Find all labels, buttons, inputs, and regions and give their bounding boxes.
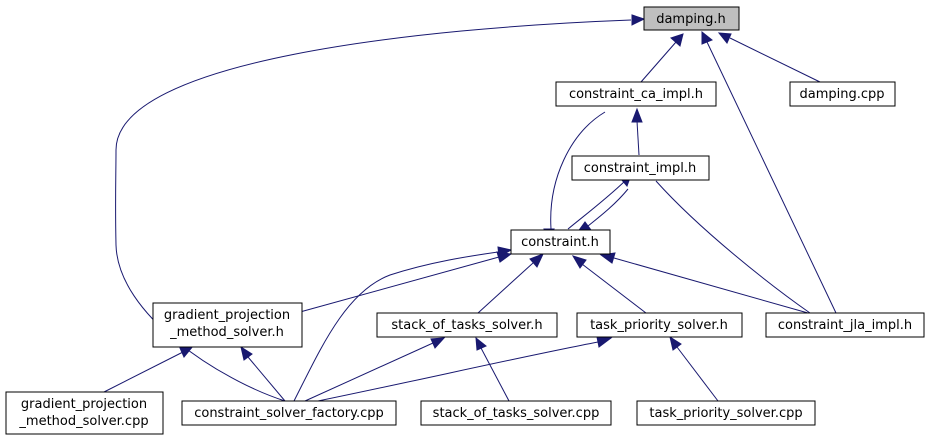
- node-label: stack_of_tasks_solver.cpp: [433, 406, 600, 421]
- edge-constraint-solver-factory-to-constraint: [293, 246, 513, 402]
- node-label-line-2: _method_solver.h: [169, 325, 284, 340]
- node-constraint-solver-factory-cpp[interactable]: constraint_solver_factory.cpp: [181, 400, 397, 426]
- edge-stack-of-tasks-solver-h-to-constraint: [477, 253, 544, 314]
- node-gradient-projection-method-solver-h[interactable]: gradient_projection _method_solver.h: [152, 302, 303, 348]
- node-gradient-projection-method-solver-cpp[interactable]: gradient_projection _method_solver.cpp: [5, 391, 164, 435]
- edge-constraint-jla-impl-to-constraint: [599, 252, 809, 314]
- edge-constraint-solver-factory-to-task-priority-solver-h: [317, 336, 613, 402]
- node-damping-cpp[interactable]: damping.cpp: [789, 81, 896, 107]
- node-label: damping.h: [656, 12, 726, 27]
- edge-constraint-jla-impl-to-damping: [701, 30, 837, 314]
- edge-constraint-jla-impl-to-constraint-impl: [655, 180, 811, 314]
- node-label-line-1: gradient_projection: [164, 308, 290, 323]
- node-label: constraint.h: [521, 235, 599, 250]
- edge-stack-of-tasks-solver-cpp-to-stack-of-tasks-solver-h: [475, 336, 510, 402]
- node-constraint-jla-impl-h[interactable]: constraint_jla_impl.h: [765, 312, 925, 338]
- node-task-priority-solver-h[interactable]: task_priority_solver.h: [576, 312, 743, 338]
- node-label: stack_of_tasks_solver.h: [391, 318, 542, 333]
- node-label: constraint_impl.h: [584, 161, 696, 176]
- edge-constraint-solver-factory-to-gradient-projection-h: [240, 345, 286, 402]
- node-label: constraint_ca_impl.h: [569, 87, 703, 102]
- edge-gradient-projection-cpp-to-gradient-projection-h: [103, 345, 195, 393]
- node-constraint-h[interactable]: constraint.h: [510, 229, 611, 255]
- edge-task-priority-solver-cpp-to-task-priority-solver-h: [669, 335, 719, 402]
- node-stack-of-tasks-solver-h[interactable]: stack_of_tasks_solver.h: [376, 312, 558, 338]
- edge-constraint-to-constraint-impl: [567, 174, 632, 230]
- edge-gradient-projection-h-to-constraint: [299, 251, 513, 313]
- node-label: constraint_jla_impl.h: [778, 318, 912, 333]
- edge-task-priority-solver-h-to-constraint: [571, 255, 647, 314]
- node-task-priority-solver-cpp[interactable]: task_priority_solver.cpp: [636, 400, 816, 426]
- node-damping-h[interactable]: damping.h: [643, 6, 740, 31]
- edge-damping-cpp-to-damping: [717, 32, 821, 83]
- edge-constraint-solver-factory-to-stack-of-tasks-solver-h: [304, 337, 446, 402]
- node-label-line-2: _method_solver.cpp: [18, 414, 148, 429]
- edge-constraint-impl-to-constraint-ca-impl: [631, 107, 643, 156]
- edge-constraint-impl-to-constraint: [575, 188, 629, 234]
- node-label: constraint_solver_factory.cpp: [194, 406, 384, 421]
- node-label-line-1: gradient_projection: [21, 397, 147, 412]
- node-label: task_priority_solver.cpp: [649, 406, 802, 421]
- node-label: task_priority_solver.h: [590, 318, 728, 333]
- node-label: damping.cpp: [799, 87, 884, 102]
- edge-constraint-ca-impl-to-damping: [640, 33, 684, 83]
- node-stack-of-tasks-solver-cpp[interactable]: stack_of_tasks_solver.cpp: [420, 400, 612, 426]
- node-constraint-ca-impl-h[interactable]: constraint_ca_impl.h: [555, 81, 717, 107]
- node-constraint-impl-h[interactable]: constraint_impl.h: [571, 155, 710, 181]
